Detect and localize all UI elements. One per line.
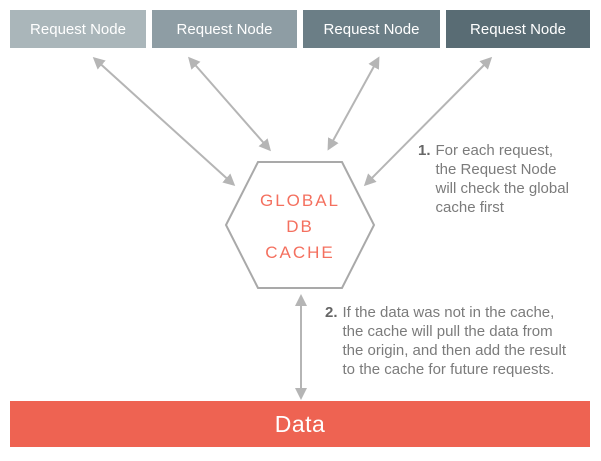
hexagon-label-line1: GLOBAL — [259, 191, 341, 210]
arrow-node3-cache — [327, 56, 380, 151]
hexagon-label: GLOBAL DB CACHE — [226, 188, 374, 266]
request-node-3-label: Request Node — [323, 20, 420, 38]
request-node-2-label: Request Node — [176, 20, 273, 38]
request-node-1: Request Node — [10, 10, 146, 48]
request-node-4: Request Node — [446, 10, 590, 48]
hexagon-label-line3: CACHE — [265, 243, 335, 262]
annotation-1-text: For each request, the Request Node will … — [435, 142, 569, 216]
request-node-4-label: Request Node — [470, 20, 566, 38]
hexagon-label-line2: DB — [286, 217, 314, 236]
request-node-3: Request Node — [303, 10, 440, 48]
annotation-1-number: 1. — [418, 142, 431, 159]
annotation-2-text: If the data was not in the cache, the ca… — [342, 304, 567, 378]
annotation-2-number: 2. — [325, 304, 338, 321]
annotation-1: 1. For each request, the Request Node wi… — [418, 141, 569, 217]
annotation-2: 2. If the data was not in the cache, the… — [325, 303, 566, 379]
arrow-node2-cache — [188, 56, 271, 152]
request-node-1-label: Request Node — [30, 20, 126, 38]
request-node-2: Request Node — [152, 10, 297, 48]
data-bar-label: Data — [274, 410, 326, 437]
arrow-node1-cache — [92, 56, 236, 187]
data-bar: Data — [10, 401, 590, 447]
